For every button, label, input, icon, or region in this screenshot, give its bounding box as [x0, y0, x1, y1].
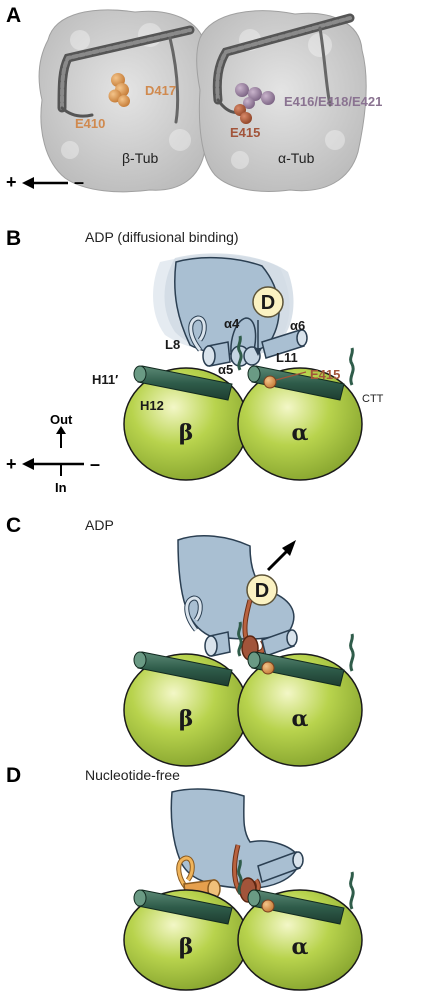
panel-b-title: ADP (diffusional binding)	[85, 229, 239, 245]
nucleotide-adp-b	[252, 286, 284, 318]
helix-h12-beta-d	[133, 889, 233, 925]
plus-end-label: +	[6, 172, 17, 192]
nucleotide-label-b: D	[261, 292, 275, 314]
panel-d-letter: D	[6, 764, 21, 787]
panel-d: D Nucleotide-free β α	[6, 764, 363, 991]
panel-b-letter: B	[6, 227, 21, 250]
alpha-helix-ribbon	[212, 13, 355, 114]
label-e415: E415	[230, 125, 260, 140]
motor-head-c	[177, 535, 295, 640]
label-ctt: CTT	[362, 393, 384, 405]
panel-d-title: Nucleotide-free	[85, 767, 180, 783]
label-beta-c: β	[179, 706, 194, 732]
helix-h12-alpha-d	[247, 889, 345, 925]
nucleotide-label-c: D	[255, 580, 269, 602]
label-alpha-c: α	[292, 706, 309, 732]
helix-h12-alpha-b	[247, 365, 345, 401]
panel-a: A	[6, 4, 382, 193]
helix-h12-alpha-c	[247, 651, 345, 687]
residue-e415-b	[263, 375, 277, 389]
label-alpha4: α4	[224, 316, 240, 331]
label-alpha6: α6	[290, 318, 305, 333]
label-alpha-tub: α-Tub	[278, 150, 315, 166]
label-alpha-b: α	[292, 420, 309, 446]
helix-h12-beta-b	[133, 365, 233, 401]
polarity-arrow-a: + –	[6, 172, 84, 192]
label-beta-tub: β-Tub	[122, 150, 159, 166]
helix-alpha6-b	[261, 329, 308, 359]
nucleotide-adp-c	[246, 574, 278, 606]
helix-alpha5-b	[202, 341, 231, 367]
panel-c: C ADP D	[6, 514, 363, 767]
ctt-tails-d	[237, 859, 355, 910]
axis-minus-label: –	[90, 454, 100, 474]
label-beta-b: β	[179, 420, 194, 446]
label-l11: L11	[276, 350, 298, 365]
label-d417: D417	[145, 83, 176, 98]
ctt-tails-b	[237, 335, 355, 386]
label-h12: H12	[140, 398, 164, 413]
helix-h12-beta-c	[133, 651, 233, 687]
axis-out-label: Out	[50, 412, 73, 427]
label-l8: L8	[165, 337, 180, 352]
label-e410: E410	[75, 116, 105, 131]
residue-e415-spheres	[234, 104, 252, 124]
orientation-axes-b: Out + – In	[6, 412, 100, 495]
label-beta-d: β	[179, 934, 194, 960]
residue-e416-e418-e421-spheres	[235, 83, 275, 109]
axis-in-label: In	[55, 480, 67, 495]
panel-c-title: ADP	[85, 517, 114, 533]
release-arrow-c	[266, 540, 296, 572]
residue-e410-d417-spheres	[108, 73, 130, 107]
panel-b: B ADP (diffusional binding) D	[6, 227, 384, 495]
label-alpha-d: α	[292, 934, 309, 960]
panel-c-letter: C	[6, 514, 21, 537]
axis-plus-label: +	[6, 454, 17, 474]
beta-helix-ribbon	[57, 25, 195, 124]
label-e416-e418-e421: E416/E418/E421	[284, 94, 382, 109]
minus-end-label: –	[74, 172, 84, 192]
panel-a-letter: A	[6, 4, 21, 27]
label-h11p: H11′	[92, 372, 118, 387]
residue-e415-d	[261, 899, 275, 913]
label-e415-b: E415	[310, 367, 340, 382]
label-alpha5: α5	[218, 362, 233, 377]
ctt-tails-c	[237, 621, 355, 672]
residue-e415-c	[261, 661, 275, 675]
helix-alpha4-b	[230, 317, 262, 367]
